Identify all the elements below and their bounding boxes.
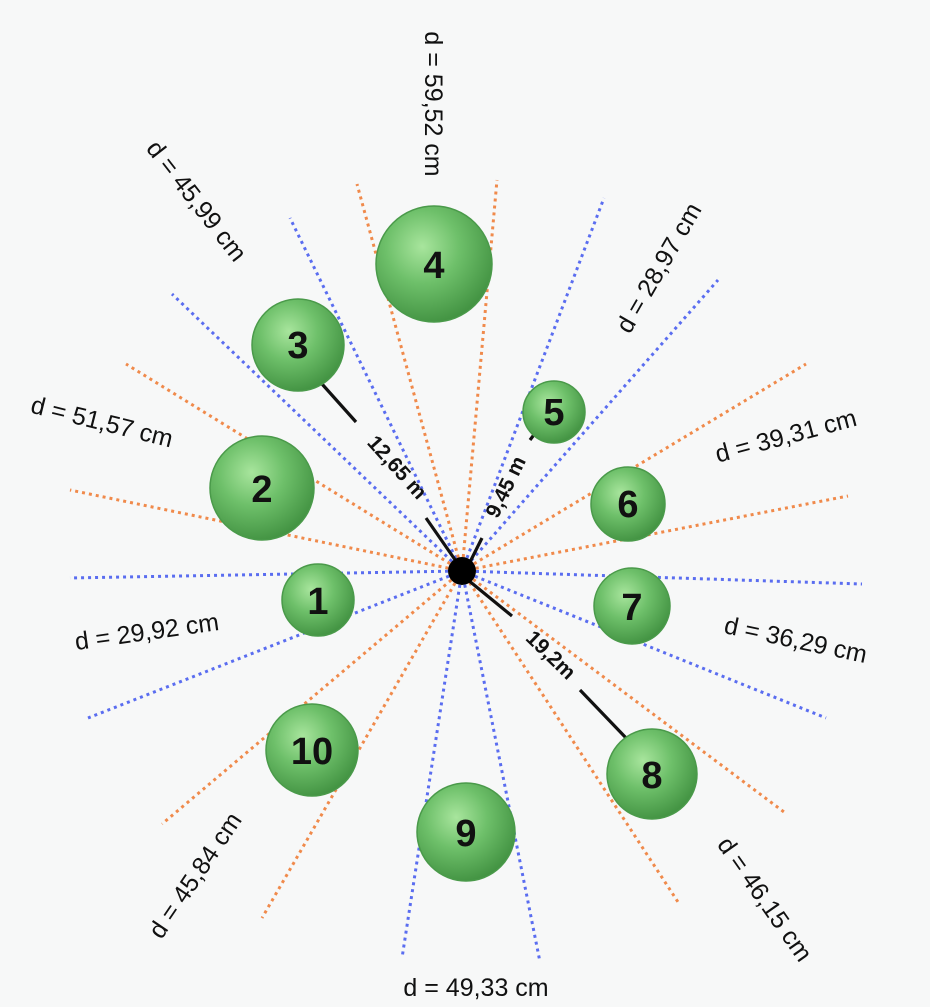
ray-line-blue bbox=[288, 217, 464, 572]
diameter-label-tree-5: d = 28,97 cm bbox=[611, 198, 708, 338]
tree-number: 6 bbox=[617, 484, 638, 526]
diameter-label-tree-6: d = 39,31 cm bbox=[712, 404, 860, 469]
diameter-label-tree-7: d = 36,29 cm bbox=[722, 611, 870, 669]
distance-label-tree-5: 9,45 m bbox=[481, 453, 530, 522]
tree-number: 2 bbox=[251, 469, 272, 511]
tree-6: 6 bbox=[590, 466, 666, 542]
ray-line-orange bbox=[460, 179, 499, 572]
tree-number: 3 bbox=[287, 325, 308, 367]
ray-line-blue bbox=[69, 569, 463, 580]
tree-number: 1 bbox=[307, 581, 328, 623]
distance-label-tree-8: 19,2m bbox=[521, 626, 580, 684]
diameter-label-tree-1: d = 29,92 cm bbox=[73, 608, 221, 656]
ray-line-blue bbox=[461, 569, 827, 720]
tree-number: 5 bbox=[543, 392, 564, 434]
tree-number: 7 bbox=[621, 587, 642, 629]
tree-9: 9 bbox=[416, 782, 516, 882]
ray-line-orange bbox=[161, 569, 463, 826]
tree-4: 4 bbox=[375, 205, 493, 323]
center-point bbox=[448, 557, 476, 585]
tree-5: 5 bbox=[522, 380, 586, 444]
diameter-label-tree-8: d = 46,15 cm bbox=[711, 832, 817, 967]
tree-10: 10 bbox=[265, 703, 359, 797]
diameter-label-tree-2: d = 51,57 cm bbox=[28, 391, 176, 453]
ray-line-blue bbox=[400, 570, 464, 959]
diameter-label-tree-10: d = 45,84 cm bbox=[143, 807, 247, 943]
ray-line-orange bbox=[460, 570, 680, 903]
tree-number: 8 bbox=[641, 755, 662, 797]
diameter-label-tree-9: d = 49,33 cm bbox=[403, 974, 548, 1002]
tree-number: 4 bbox=[423, 245, 444, 287]
ray-line-blue bbox=[460, 279, 720, 572]
distance-line-tree-3 bbox=[320, 382, 358, 424]
tree-7: 7 bbox=[593, 567, 671, 645]
trees: 1 2 3 4 5 6 7 8 bbox=[209, 205, 698, 882]
diameter-label-tree-4: d = 59,52 cm bbox=[419, 31, 447, 176]
tree-number: 10 bbox=[291, 731, 333, 773]
distance-line-tree-5 bbox=[468, 537, 484, 563]
ray-line-orange bbox=[461, 494, 849, 573]
distance-line-tree-8 bbox=[578, 688, 630, 742]
tree-2: 2 bbox=[209, 435, 315, 541]
distance-line-tree-3 bbox=[424, 517, 460, 565]
tree-3: 3 bbox=[251, 298, 345, 392]
tree-8: 8 bbox=[606, 728, 698, 820]
tree-number: 9 bbox=[455, 813, 476, 855]
diameter-label-tree-3: d = 45,99 cm bbox=[141, 135, 252, 267]
tree-1: 1 bbox=[281, 563, 355, 637]
distance-line-tree-8 bbox=[466, 578, 514, 618]
distance-lines bbox=[320, 382, 630, 742]
distance-label-tree-3: 12,65 m bbox=[363, 431, 432, 504]
